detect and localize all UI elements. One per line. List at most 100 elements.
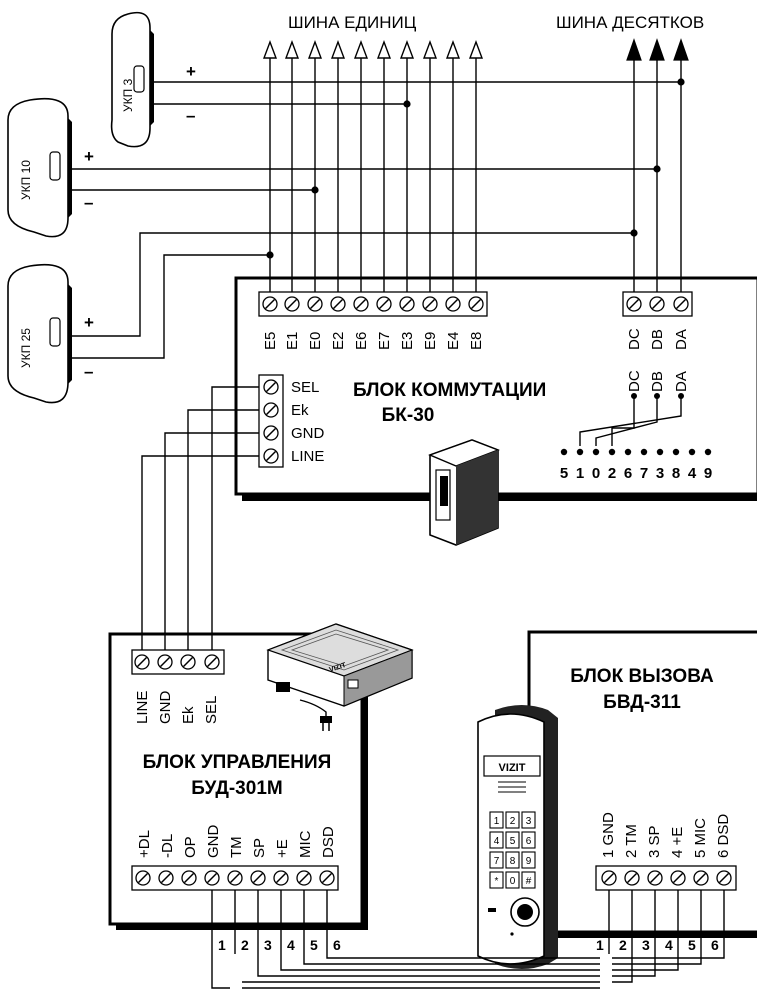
svg-text:3: 3 [526,816,532,827]
terminal-label-e6: E6 [353,332,370,350]
call-block-model: БВД-311 [603,692,681,713]
svg-text:7: 7 [494,856,500,867]
handset-ukp3: УКП 3 + – [110,11,196,148]
digit-pin-dot [640,448,648,456]
screw-ctrl-bottom-2 [158,870,174,886]
digit-pin-label: 6 [624,465,632,482]
control-link-wires [141,386,259,658]
digit-pin-label: 1 [576,465,584,482]
screw-terminal-line [263,448,279,464]
screw-terminal-e9 [422,296,438,312]
ctrl-label-plus-dl: +DL [136,830,153,858]
switch-module-icon [428,439,500,546]
ctrl-label-gnd: GND [157,691,174,725]
control-bottom-terminal-strip: +DL -DL OP GND TM SP +E MIC DSD [131,825,339,891]
screw-call-1 [601,870,617,886]
handset-ukp10-grille-icon [49,151,61,181]
handset-ukp3-minus: – [186,106,195,125]
call-label-gnd: 1 GND [600,812,617,858]
keypad-key: 5 [505,831,520,849]
screw-ctrl-bottom-4 [204,870,220,886]
svg-text:4: 4 [494,836,500,847]
handset-ukp3-grille-icon [133,65,145,93]
cable-number-left-6: 6 [333,937,341,953]
handset-ukp25-grille-icon [49,317,61,347]
keypad-key: 4 [489,831,504,849]
internal-jumpers [579,393,684,446]
digit-pin-dot [688,448,696,456]
screw-ctrl-line [134,654,150,670]
switch-tens-terminal-strip: DC DB DA DC DB DA [622,291,693,392]
call-label-dsd: 6 DSD [715,814,732,858]
terminal-label-e9: E9 [422,332,439,350]
svg-text:#: # [526,876,532,887]
handset-ukp10-label: УКП 10 [19,160,33,200]
terminal-label-e3: E3 [399,332,416,350]
call-panel-speaker-grille [498,781,526,793]
keypad-key: 3 [521,811,536,829]
digit-pin-label: 0 [592,465,600,482]
control-block-title: БЛОК УПРАВЛЕНИЯ [143,752,332,773]
ctrl-label-line: LINE [134,691,151,724]
screw-terminal-e0 [307,296,323,312]
digit-pin-dot [608,448,616,456]
cable-number-right-5: 5 [688,937,696,953]
ctrl-label-mic: MIC [297,830,314,858]
screw-terminal-e3 [399,296,415,312]
keypad-key: * [489,871,504,889]
digit-pin-dot [656,448,664,456]
cable-numbers-left: 1 2 3 4 5 6 [218,937,341,953]
switch-block-model: БК-30 [382,405,435,426]
ctrl-label-sel: SEL [203,696,220,724]
handset-ukp25-label: УКП 25 [19,328,33,368]
keypad-key: 0 [505,871,520,889]
call-label-plus-e: 4 +E [669,827,686,858]
screw-terminal-e2 [330,296,346,312]
inner-label-da: DA [673,371,690,392]
screw-terminal-gnd [263,425,279,441]
screw-call-5 [693,870,709,886]
screw-ctrl-bottom-9 [319,870,335,886]
switch-left-terminal-strip: SEL Ek GND LINE [258,374,325,468]
keypad-key: 9 [521,851,536,869]
terminal-label-sel: SEL [291,379,319,396]
svg-text:2: 2 [510,816,516,827]
units-bus-title: ШИНА ЕДИНИЦ [288,13,417,32]
screw-call-6 [716,870,732,886]
screw-terminal-e4 [445,296,461,312]
switch-units-terminal-strip: E5 E1 E0 E2 E6 E7 E3 E9 E4 E8 [258,291,488,350]
cable-number-left-4: 4 [287,937,295,953]
digit-pin-label: 9 [704,465,712,482]
power-unit-icon: VIZIT [266,623,414,731]
cable-number-left-5: 5 [310,937,318,953]
cable-number-right-3: 3 [642,937,650,953]
screw-ctrl-bottom-1 [135,870,151,886]
screw-terminal-sel [263,379,279,395]
call-terminal-strip: 1 GND 2 TM 3 SP 4 +E 5 MIC 6 DSD [595,812,737,891]
switch-block-title: БЛОК КОММУТАЦИИ [353,380,546,401]
digit-pin-label: 5 [560,465,568,482]
screw-terminal-da [673,296,689,312]
screw-terminal-e7 [376,296,392,312]
keypad-key: 8 [505,851,520,869]
screw-ctrl-bottom-3 [181,870,197,886]
ctrl-label-dsd: DSD [320,826,337,858]
digit-pin-label: 7 [640,465,648,482]
terminal-label-gnd: GND [291,425,325,442]
ctrl-label-sp: SP [251,838,268,858]
screw-ctrl-sel [204,654,220,670]
cable-number-left-3: 3 [264,937,272,953]
screw-call-2 [624,870,640,886]
terminal-label-db: DB [649,329,666,350]
terminal-label-e0: E0 [307,332,324,350]
screw-ctrl-ek [180,654,196,670]
tens-bus-title: ШИНА ДЕСЯТКОВ [556,13,704,32]
digit-pin-label: 2 [608,465,616,482]
screw-ctrl-gnd [157,654,173,670]
cable-number-left-2: 2 [241,937,249,953]
keypad-key: 7 [489,851,504,869]
digit-pin-label: 3 [656,465,664,482]
keypad-key: 2 [505,811,520,829]
